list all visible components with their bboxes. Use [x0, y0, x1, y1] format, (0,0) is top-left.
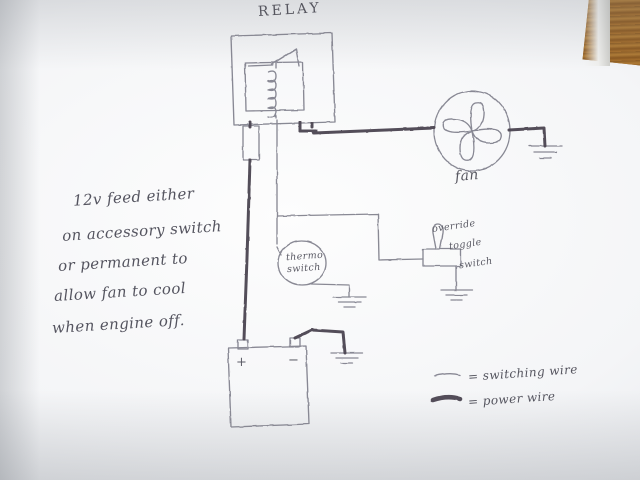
ground-symbol-battery: [330, 352, 363, 364]
battery-positive-label: +: [236, 355, 248, 370]
relay-inner-box: [244, 61, 305, 112]
fuse-holder: [242, 125, 260, 161]
battery-negative-label: −: [288, 353, 300, 368]
ground-symbol-fan: [528, 145, 563, 159]
relay-body-outline: [230, 32, 336, 126]
relay-contact-left: [247, 64, 274, 67]
paper-shadow-bottom: [0, 390, 640, 480]
ground-symbol-thermo: [332, 296, 367, 308]
relay-coil: [267, 70, 277, 119]
wire-thermo-to-ground: [310, 283, 350, 298]
thermo-switch-lead-in: [276, 246, 282, 256]
fan-blade-icon: [442, 102, 502, 161]
paper-edge-highlight: [584, 0, 610, 66]
power-wire-fuse-to-battery-positive: [242, 158, 252, 341]
paper-shadow-top: [0, 0, 640, 70]
paper-shadow-left: [0, 0, 40, 480]
legend-power-wire-sample: [430, 394, 463, 403]
override-switch-body: [422, 248, 462, 267]
fan-label: fan: [454, 166, 480, 186]
power-wire-battery-negative-to-ground: [293, 328, 347, 355]
override-toggle-lever: [432, 223, 444, 250]
wire-thermo-branch-to-override: [276, 213, 424, 261]
thermo-switch-symbol: [277, 240, 327, 286]
thermo-switch-label-line2: switch: [286, 261, 322, 276]
legend-switching-wire-sample: [434, 373, 461, 377]
power-wire-relay-to-fan: [312, 126, 436, 135]
power-wire-fan-to-ground: [507, 126, 547, 148]
ground-symbol-override: [440, 289, 473, 301]
battery-body: [227, 345, 310, 428]
relay-switch-arm: [271, 48, 300, 67]
